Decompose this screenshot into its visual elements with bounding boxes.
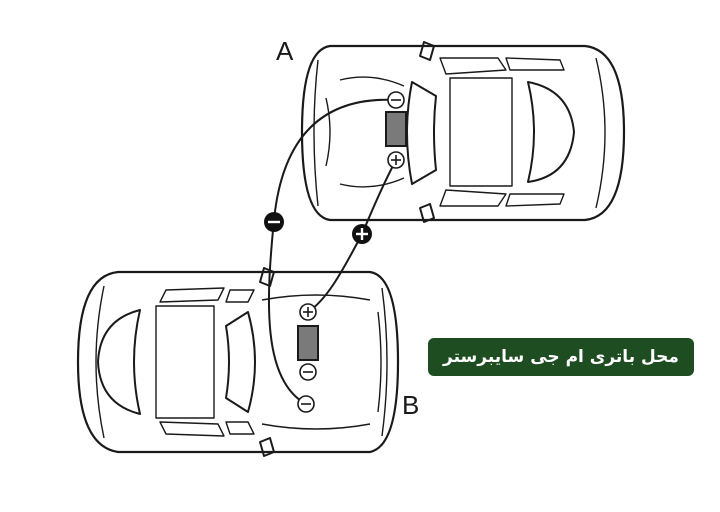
car-b [76,267,400,457]
caption-badge: محل باتری ام جی سایبرستر [428,338,694,376]
ground-point-icon [297,395,315,413]
caption-text: محل باتری ام جی سایبرستر [443,347,679,367]
car-a [300,41,626,223]
battery-a-negative-terminal-icon [387,91,405,109]
positive-cable-marker-icon [352,224,372,244]
car-b-label: B [402,390,419,420]
battery-a-positive-terminal-icon [387,151,405,169]
battery-b [297,325,319,361]
battery-b-positive-terminal-icon [299,303,317,321]
battery-b-negative-terminal-icon [299,363,317,381]
battery-a [385,111,407,147]
negative-cable-marker-icon [264,212,284,232]
car-a-label: A [276,36,294,66]
